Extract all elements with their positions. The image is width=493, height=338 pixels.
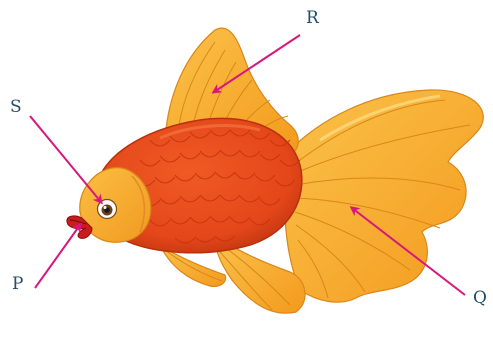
- pointer-p: [35, 225, 80, 288]
- label-q: Q: [473, 288, 487, 308]
- pointer-s: [30, 116, 101, 202]
- tail-fin: [285, 90, 484, 302]
- label-r: R: [306, 8, 319, 28]
- fish-head: [67, 168, 151, 243]
- label-p: P: [12, 274, 24, 294]
- label-s: S: [10, 97, 22, 117]
